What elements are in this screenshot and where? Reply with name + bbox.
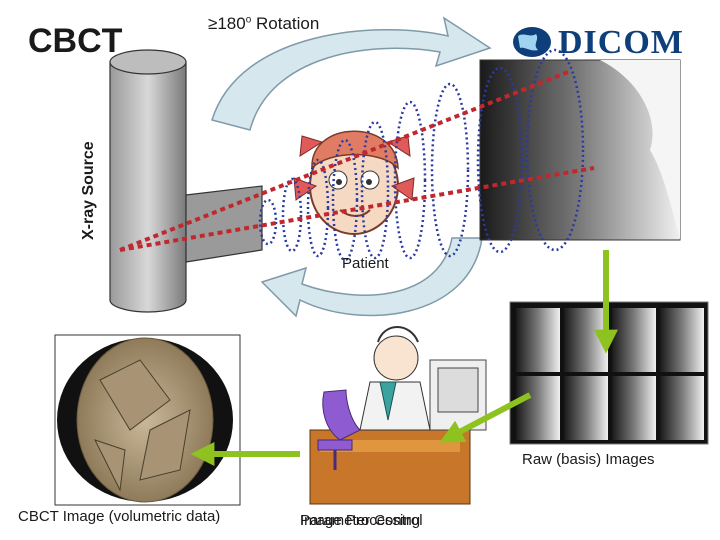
processing-label-2: Parameter Control <box>300 512 423 529</box>
raw-images-label: Raw (basis) Images <box>522 451 655 468</box>
rotation-label: ≥180o Rotation <box>208 14 319 34</box>
patient-label: Patient <box>342 255 389 272</box>
computer-user-icon <box>309 326 487 505</box>
cbct-image-label: CBCT Image (volumetric data) <box>18 508 221 525</box>
beam-edges <box>119 70 595 252</box>
page-title: CBCT <box>28 22 123 60</box>
rotation-arrow-top <box>211 16 492 131</box>
cbct-volume-image <box>54 334 241 506</box>
flow-arrows <box>190 250 618 466</box>
dicom-logo: DICOM <box>510 22 690 64</box>
rotation-arrow-bottom <box>260 237 483 318</box>
processing-label-1: Image Processing <box>300 512 421 529</box>
xray-source-label: X-ray Source <box>80 141 97 240</box>
raw-images-grid <box>509 301 709 445</box>
degree-symbol: o <box>245 14 252 26</box>
xray-detector-image <box>479 59 681 241</box>
globe-icon <box>513 27 551 57</box>
rotation-suffix: Rotation <box>251 14 320 33</box>
rotation-value: ≥180 <box>208 14 246 33</box>
beam-projection <box>258 48 585 262</box>
logo-text: DICOM <box>558 24 684 61</box>
